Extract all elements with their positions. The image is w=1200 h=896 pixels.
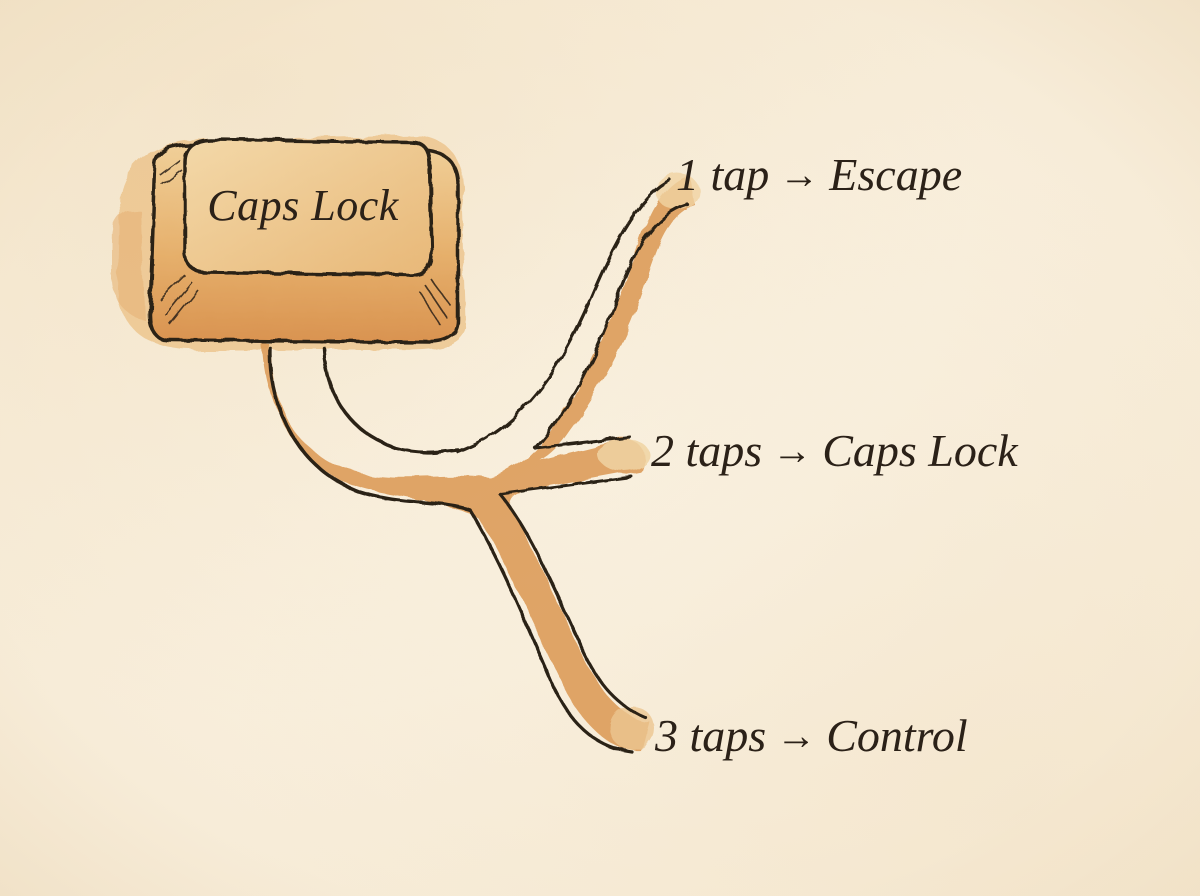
branch-label-1-tap: 1 tap→Escape	[676, 152, 962, 198]
tap-action: Escape	[829, 149, 963, 200]
arrow-right-icon: →	[772, 428, 813, 473]
branch-label-3-taps: 3 taps→Control	[655, 713, 968, 759]
branch-label-2-taps: 2 taps→Caps Lock	[651, 428, 1018, 474]
arrow-right-icon: →	[779, 152, 820, 197]
tap-count: 3 taps	[655, 710, 767, 761]
tap-action: Control	[826, 710, 968, 761]
arrow-right-icon: →	[776, 713, 817, 758]
caps-lock-key	[148, 138, 460, 344]
tap-count: 2 taps	[651, 425, 763, 476]
tap-action: Caps Lock	[822, 425, 1018, 476]
branch-tree-ink	[268, 178, 690, 754]
caps-lock-key-label: Caps Lock	[207, 181, 399, 230]
tap-count: 1 tap	[676, 149, 770, 200]
